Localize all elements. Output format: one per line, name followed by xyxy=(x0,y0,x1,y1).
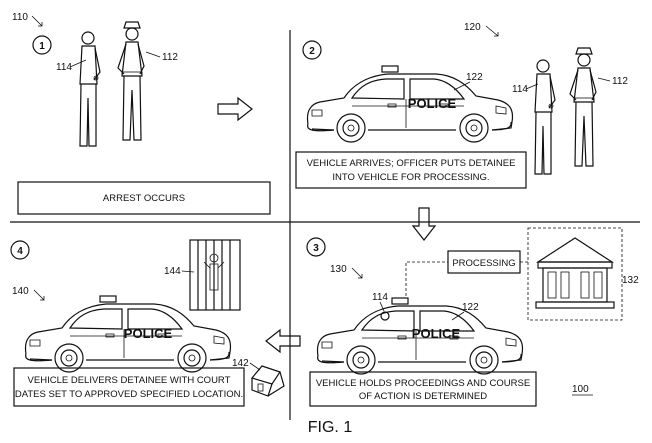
ref-132: 132 xyxy=(622,275,639,286)
ref-officer-leader xyxy=(145,51,161,58)
ref-130: 130 xyxy=(330,264,347,275)
caption-2-line-2: INTO VEHICLE FOR PROCESSING. xyxy=(332,172,489,183)
step-2-number: 2 xyxy=(309,46,315,57)
ref-140-arrow xyxy=(33,289,45,301)
step-3-number: 3 xyxy=(313,243,319,254)
step-4-number: 4 xyxy=(17,246,23,257)
ref-120-arrow xyxy=(485,25,499,37)
ref-detainee-leader xyxy=(379,301,385,312)
courthouse-frame xyxy=(527,227,623,321)
caption-1: ARREST OCCURS xyxy=(103,193,185,204)
ref-detainee-leader xyxy=(525,83,539,90)
processing-label: PROCESSING xyxy=(452,258,515,269)
arrow-down-icon xyxy=(411,207,437,241)
step-4-badge xyxy=(10,240,30,260)
ref-110-arrow xyxy=(31,15,43,27)
ref-detainee: 114 xyxy=(372,292,388,303)
caption-box-1 xyxy=(17,181,271,215)
caption-4-line-1: VEHICLE DELIVERS DETAINEE WITH COURT xyxy=(28,375,231,386)
step-2-badge xyxy=(302,40,322,60)
step-1-badge xyxy=(32,35,52,55)
panel-1: 1 114 112 ARREST OCCURS xyxy=(17,21,271,215)
ref-142: 142 xyxy=(232,358,249,369)
car-label: POLICE xyxy=(408,96,457,111)
caption-box-2 xyxy=(295,151,527,189)
ref-130-arrow xyxy=(351,267,363,279)
caption-3-line-2: OF ACTION IS DETERMINED xyxy=(359,391,487,402)
ref-detainee-leader xyxy=(69,59,87,68)
caption-box-4 xyxy=(13,367,245,407)
caption-box-3 xyxy=(309,371,537,407)
ref-100: 100 xyxy=(572,384,589,395)
officer-icon xyxy=(117,21,145,141)
ref-officer: 112 xyxy=(612,76,628,87)
ref-110: 110 xyxy=(12,12,28,23)
caption-4-line-2: DATES SET TO APPROVED SPECIFIED LOCATION… xyxy=(15,389,243,400)
courthouse-icon xyxy=(535,237,615,309)
ref-140: 140 xyxy=(12,286,29,297)
ref-142-leader xyxy=(249,362,261,371)
ref-vehicle: 122 xyxy=(462,302,479,313)
ref-vehicle: 122 xyxy=(466,72,483,83)
panel-2: 2 120 POLICE 122 114 112 VEHICLE ARRIVES… xyxy=(295,22,628,189)
ref-vehicle-leader xyxy=(453,81,471,91)
ref-144: 144 xyxy=(164,266,181,277)
ref-officer: 112 xyxy=(162,52,178,63)
detainee-icon xyxy=(534,59,556,175)
ref-144-leader xyxy=(181,270,195,273)
arrow-right-icon xyxy=(217,96,253,122)
step-1-number: 1 xyxy=(39,41,45,52)
panel-4: 4 140 144 POLICE 142 VEHICLE DELIVERS DE… xyxy=(10,239,285,407)
jail-cell-icon xyxy=(189,239,241,311)
caption-2-line-1: VEHICLE ARRIVES; OFFICER PUTS DETAINEE xyxy=(307,158,516,169)
detainee-in-car-icon xyxy=(380,311,390,321)
house-icon xyxy=(250,365,285,397)
caption-3-line-1: VEHICLE HOLDS PROCEEDINGS AND COURSE xyxy=(316,378,530,389)
ref-detainee: 114 xyxy=(512,84,528,95)
ref-120: 120 xyxy=(464,22,481,33)
car-label: POLICE xyxy=(412,326,461,341)
panel-3: 3 130 PROCESSING 132 POLICE 114 122 VEHI… xyxy=(306,227,639,407)
figure-label: FIG. 1 xyxy=(308,419,353,436)
ref-detainee: 114 xyxy=(56,62,72,73)
step-3-badge xyxy=(306,237,326,257)
car-label: POLICE xyxy=(124,326,173,341)
ref-vehicle-leader xyxy=(451,311,465,321)
processing-link xyxy=(405,261,448,296)
ref-officer-leader xyxy=(597,77,611,82)
detainee-icon xyxy=(79,31,101,147)
officer-icon xyxy=(569,47,597,167)
arrow-left-icon xyxy=(265,328,301,354)
